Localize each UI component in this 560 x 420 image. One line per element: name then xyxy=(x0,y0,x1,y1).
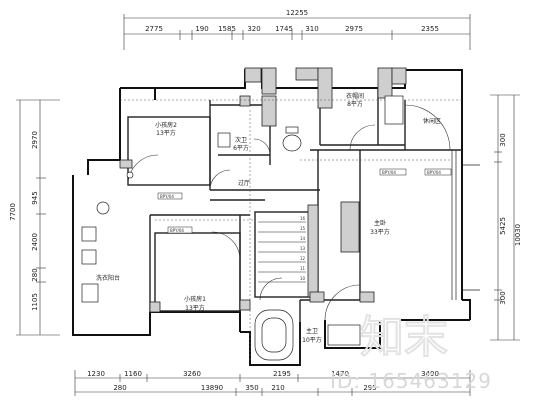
watermark-logo: 知末 xyxy=(360,312,448,363)
stair-number: 16 xyxy=(300,216,306,221)
dim-top-3: 1585 xyxy=(218,25,236,33)
dim-bottom2-4: 210 xyxy=(271,384,284,392)
room-label-kid-room-1: 小孩房1 xyxy=(184,295,206,303)
dim-bottom-6: 3490 xyxy=(421,370,439,378)
room-label-master-bath: 主卫 xyxy=(306,327,318,335)
bottom-dimension-lines xyxy=(74,370,471,396)
dim-top-8: 2355 xyxy=(421,25,439,33)
dim-top-2: 190 xyxy=(195,25,208,33)
dim-top-1: 2775 xyxy=(145,25,163,33)
left-dimension-lines xyxy=(16,99,60,336)
dim-right-1: 300 xyxy=(499,133,507,146)
equipment-tag: BPY/04 xyxy=(427,170,441,175)
dim-left-total: 7700 xyxy=(9,203,17,221)
dim-left-5: 1105 xyxy=(31,293,39,311)
dim-right-3: 300 xyxy=(499,291,507,304)
master-window xyxy=(451,150,480,300)
room-area-second-bath: 6平方 xyxy=(233,144,249,152)
dim-bottom-1: 1230 xyxy=(87,370,105,378)
dim-bottom2-2: 13890 xyxy=(201,384,223,392)
dim-bottom-2: 1160 xyxy=(124,370,142,378)
dim-top-5: 1745 xyxy=(275,25,293,33)
stair-number: 13 xyxy=(300,246,306,251)
room-label-master: 主卧 xyxy=(374,219,386,227)
guide-lines xyxy=(120,99,462,360)
stair-number: 14 xyxy=(300,236,306,241)
room-area-master: 33平方 xyxy=(370,228,390,236)
dim-top-total: 12255 xyxy=(286,9,308,17)
watermark-id: ID: 165463129 xyxy=(330,369,492,393)
room-area-walkin: 8平方 xyxy=(347,100,363,108)
stair-number: 11 xyxy=(300,266,306,271)
room-label-walkin: 衣帽间 xyxy=(346,92,364,100)
equipment-tag: BPY/04 xyxy=(160,194,174,199)
dim-left-2: 945 xyxy=(31,191,39,204)
dim-left-4: 280 xyxy=(31,268,39,281)
room-area-master-bath: 10平方 xyxy=(302,336,322,344)
dim-bottom2-3: 350 xyxy=(245,384,258,392)
dim-top-6: 310 xyxy=(305,25,318,33)
room-label-second-bath: 次卫 xyxy=(235,136,247,144)
stairs xyxy=(258,221,306,283)
dim-left-3: 2400 xyxy=(31,233,39,251)
equipment-tags xyxy=(157,168,452,234)
stair-number: 10 xyxy=(300,276,306,281)
room-label-kid-room-2: 小孩房2 xyxy=(155,121,177,129)
dim-right-2: 5425 xyxy=(499,217,507,235)
room-label-hall: 过厅 xyxy=(238,179,250,187)
stair-number: 12 xyxy=(300,256,306,261)
dim-top-4: 320 xyxy=(247,25,260,33)
dim-bottom-3: 3260 xyxy=(183,370,201,378)
top-dimension-lines xyxy=(123,14,471,50)
equipment-tag: BPY/04 xyxy=(170,228,184,233)
dim-right-total: 10030 xyxy=(514,224,522,246)
dim-left-1: 2970 xyxy=(31,131,39,149)
equipment-tag: BPY/04 xyxy=(382,170,396,175)
fixtures xyxy=(81,95,404,361)
room-area-kid-room-1: 13平方 xyxy=(185,304,205,312)
room-label-laundry: 洗衣阳台 xyxy=(96,274,120,282)
room-label-lounge: 休闲区 xyxy=(423,117,441,125)
dim-top-7: 2975 xyxy=(345,25,363,33)
door-swings xyxy=(127,104,451,321)
right-dimension-lines xyxy=(490,94,520,341)
stair-number: 15 xyxy=(300,226,306,231)
stair-numbers: 16 15 14 13 12 11 10 xyxy=(300,216,306,281)
dim-bottom2-1: 280 xyxy=(113,384,126,392)
room-area-kid-room-2: 13平方 xyxy=(156,129,176,137)
structural-columns xyxy=(119,67,407,313)
dim-bottom-4: 2195 xyxy=(273,370,291,378)
toilet-icon xyxy=(282,134,302,152)
dim-bottom-5: 1470 xyxy=(331,370,349,378)
dim-bottom2-5: 295 xyxy=(363,384,376,392)
